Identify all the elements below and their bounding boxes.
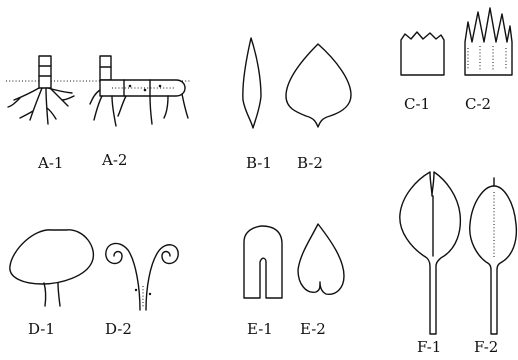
scale-short-toothed-illustration bbox=[401, 32, 444, 75]
rhizome-creeping-illustration bbox=[90, 56, 188, 126]
label-b2: B-2 bbox=[297, 156, 323, 171]
leaf-notched-petiolate-illustration bbox=[400, 172, 461, 334]
scale-ovate-illustration bbox=[286, 44, 351, 127]
label-c2: C-2 bbox=[465, 97, 491, 112]
label-a2: A-2 bbox=[102, 153, 127, 168]
label-f1: F-1 bbox=[417, 340, 441, 355]
label-c1: C-1 bbox=[404, 97, 430, 112]
label-d2: D-2 bbox=[105, 322, 132, 337]
leaf-rounded-petiolate-illustration bbox=[470, 178, 517, 334]
scale-lanceolate-illustration bbox=[243, 38, 261, 128]
leaf-obcordate-illustration bbox=[298, 224, 344, 294]
label-f2: F-2 bbox=[474, 340, 498, 355]
label-e2: E-2 bbox=[300, 322, 326, 337]
label-d1: D-1 bbox=[28, 322, 55, 337]
circinate-frond-illustration bbox=[106, 243, 178, 310]
label-b1: B-1 bbox=[246, 156, 272, 171]
leaf-bilobed-illustration bbox=[244, 226, 282, 298]
scale-long-toothed-illustration bbox=[465, 8, 512, 75]
scale-peltate-illustration bbox=[10, 230, 94, 306]
label-a1: A-1 bbox=[38, 156, 63, 171]
label-e1: E-1 bbox=[247, 322, 273, 337]
